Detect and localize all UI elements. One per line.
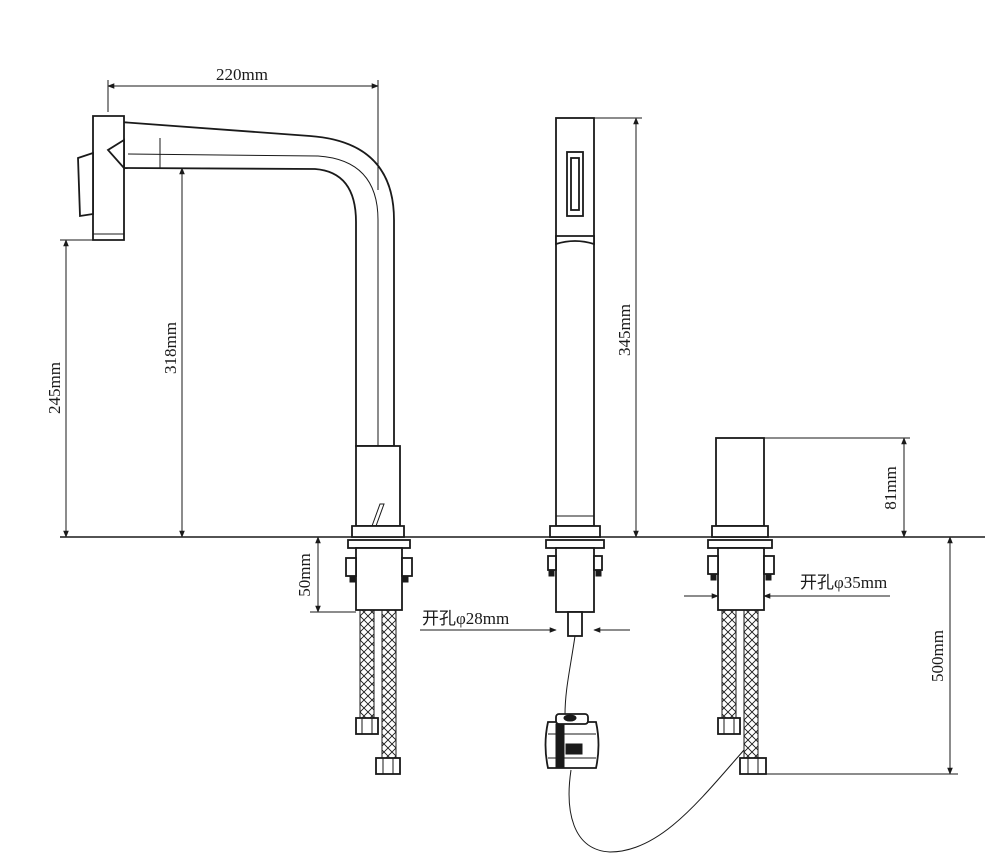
dim-handle-height: 81mm	[764, 437, 910, 538]
dim-hole-large: 开孔φ35mm	[684, 573, 890, 599]
dim-sprayer-height: 345mm	[594, 117, 642, 538]
label-shank-length: 50mm	[295, 553, 314, 596]
label-handle-height: 81mm	[881, 466, 900, 509]
label-sprayer-height: 345mm	[615, 304, 634, 356]
label-spout-outlet-height: 245mm	[45, 362, 64, 414]
dim-hose-length: 500mm	[766, 536, 958, 775]
label-spout-body-height: 318mm	[161, 322, 180, 374]
dim-shank-length: 50mm	[295, 536, 356, 613]
dim-spout-outlet-height: 245mm	[45, 239, 93, 538]
label-spout-reach: 220mm	[216, 65, 268, 84]
handle-valve	[707, 437, 775, 775]
dim-spout-body-height: 318mm	[161, 167, 210, 538]
hose-weight	[544, 713, 600, 769]
dim-spout-reach: 220mm	[107, 65, 379, 190]
spout-faucet	[77, 115, 413, 775]
sprayer-faucet	[544, 117, 745, 853]
label-hose-length: 500mm	[928, 630, 947, 682]
label-hole-large: 开孔φ35mm	[800, 573, 887, 592]
dim-hole-small: 开孔φ28mm	[420, 609, 630, 633]
label-hole-small: 开孔φ28mm	[422, 609, 509, 628]
